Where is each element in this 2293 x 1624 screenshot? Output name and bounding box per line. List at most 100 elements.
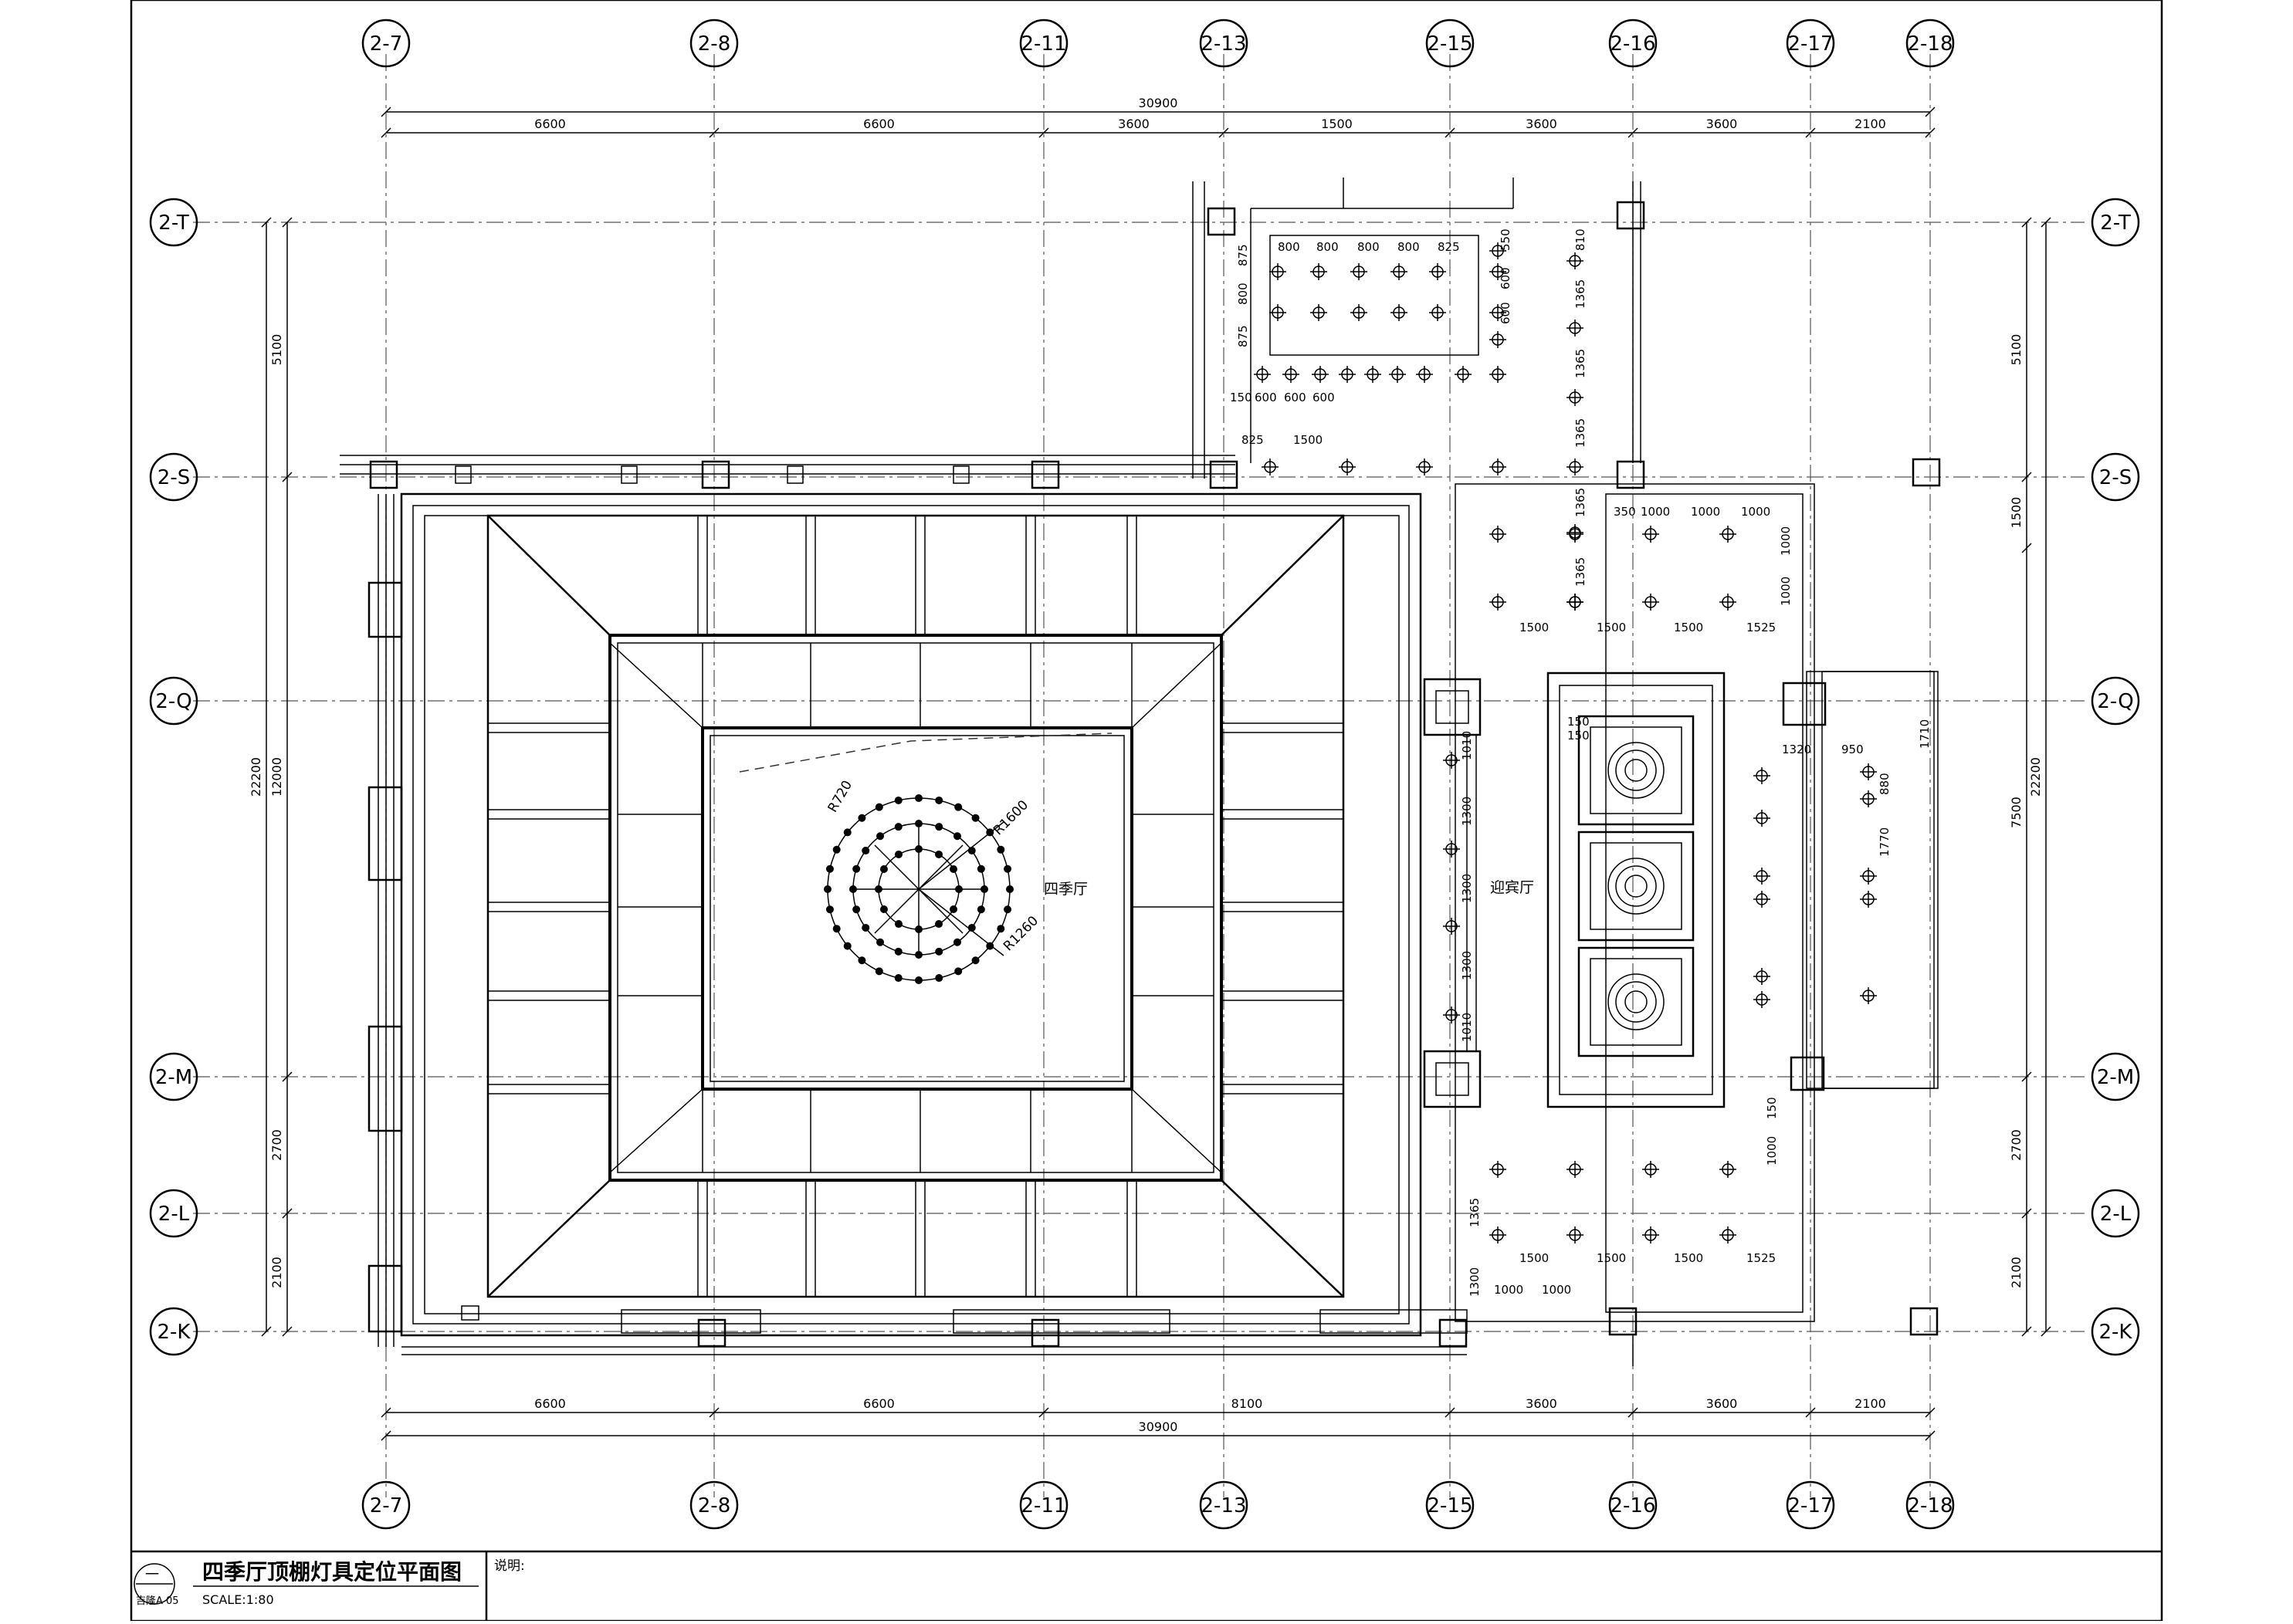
dimension-tick: [381, 1430, 391, 1441]
grid-bubble-top-2-16-circle: [1608, 19, 1658, 68]
ring-lamp: [894, 974, 903, 983]
grid-bubble-left-2-L-circle: [149, 1189, 198, 1238]
svg-text:1000: 1000: [1779, 577, 1793, 606]
svg-text:875: 875: [1236, 325, 1250, 347]
corridor-downlights: [1254, 242, 1583, 475]
svg-text:825: 825: [1438, 240, 1460, 254]
grid-bubble-top-2-8-circle: [689, 19, 739, 68]
svg-text:1000: 1000: [1765, 1136, 1779, 1166]
ceiling-beam: [487, 722, 611, 733]
grid-bubble-top-2-17-label: 2-17: [1787, 32, 1833, 56]
ring-lamp: [915, 820, 923, 827]
grid-bubble-bottom-2-8-circle: [689, 1480, 739, 1530]
svg-text:880: 880: [1878, 773, 1892, 795]
ceiling-beam: [697, 515, 708, 636]
grid-bubble-left-2-S-circle: [149, 452, 198, 502]
dimension-text: 2100: [2009, 1257, 2024, 1288]
svg-text:1300: 1300: [1460, 874, 1474, 903]
ceiling-panel-inner: [1590, 958, 1682, 1046]
dimension-text: 3600: [1706, 117, 1738, 131]
ring-lamp: [915, 794, 923, 802]
grid-bubble-right-2-K-circle: [2091, 1307, 2140, 1356]
grid-bubble-left-2-M-circle: [149, 1052, 198, 1101]
dimension-text: 2100: [1854, 1396, 1886, 1411]
grid-bubble-top-2-18-circle: [1905, 19, 1955, 68]
svg-text:150: 150: [1567, 729, 1590, 743]
dimension-tick: [2041, 217, 2051, 228]
dimension-text: 2700: [2009, 1129, 2024, 1161]
grid-bubble-bottom-2-15-label: 2-15: [1427, 1494, 1472, 1517]
grid-bubble-bottom-2-11-label: 2-11: [1021, 1494, 1066, 1517]
ring-lamp: [971, 956, 980, 965]
ceiling-panel-inner: [1590, 842, 1682, 930]
svg-text:1010: 1010: [1460, 1013, 1474, 1042]
dimension-tick: [1627, 1407, 1638, 1418]
svg-text:1000: 1000: [1741, 505, 1770, 519]
grid-bubble-top-2-18-label: 2-18: [1907, 32, 1953, 56]
ring-lamp: [875, 803, 883, 811]
ring-lamp: [981, 885, 988, 893]
dimension-tick: [709, 127, 720, 138]
dimension-text: 8100: [1231, 1396, 1263, 1411]
ring-lamp: [876, 832, 885, 841]
dimension-tick: [2021, 472, 2032, 482]
ring-lamp: [1006, 885, 1014, 893]
svg-text:1365: 1365: [1573, 349, 1587, 378]
dimension-tick: [381, 1407, 391, 1418]
svg-text:1500: 1500: [1674, 1251, 1703, 1265]
medallion: [1624, 875, 1648, 898]
dimension-text: 5100: [2009, 334, 2024, 366]
grid-bubble-top-2-8-label: 2-8: [698, 32, 730, 56]
sheet-ref-number: 一: [145, 1567, 159, 1583]
ceiling-panel: [1577, 946, 1695, 1057]
dimension-tick: [381, 107, 391, 117]
svg-text:550: 550: [1499, 228, 1512, 251]
svg-text:350: 350: [1614, 505, 1636, 519]
svg-text:150: 150: [1567, 715, 1590, 729]
svg-text:1365: 1365: [1573, 488, 1587, 517]
svg-text:825: 825: [1241, 433, 1264, 447]
svg-text:150: 150: [1765, 1097, 1779, 1119]
dimension-tick: [1627, 127, 1638, 138]
ring-lamp: [832, 845, 841, 854]
ring-lamp: [824, 885, 832, 893]
ring-lamp: [1004, 905, 1012, 914]
grid-bubble-right-2-M-label: 2-M: [2097, 1066, 2134, 1089]
svg-text:1365: 1365: [1573, 279, 1587, 309]
grid-axis-lines: [193, 54, 2085, 1497]
grid-bubble-bottom-2-7-circle: [361, 1480, 411, 1530]
dimension-tick: [282, 1071, 293, 1082]
ceiling-panel: [1577, 831, 1695, 942]
grid-bubble-right-2-T-label: 2-T: [2100, 211, 2131, 235]
ceiling-beam: [487, 1084, 611, 1095]
svg-text:1500: 1500: [1519, 621, 1549, 634]
svg-text:1500: 1500: [1293, 433, 1323, 447]
medallion: [1615, 749, 1657, 791]
dimension-tick: [1925, 107, 1936, 117]
svg-text:800: 800: [1316, 240, 1339, 254]
ring-lamp: [895, 850, 903, 858]
dimension-tick: [2021, 1071, 2032, 1082]
ring-lamp: [825, 905, 834, 914]
dimension-tick: [1805, 127, 1816, 138]
svg-text:810: 810: [1573, 228, 1587, 251]
dimension-text: 30900: [1139, 1419, 1178, 1434]
radius-label-3: R1260: [1001, 913, 1042, 954]
grid-bubble-right-2-Q-label: 2-Q: [2097, 690, 2133, 713]
drawing-scale: SCALE:1:80: [202, 1592, 274, 1607]
ceiling-beam: [1221, 722, 1344, 733]
grid-axis-bubbles: 2-72-72-82-82-112-112-132-132-152-152-16…: [149, 19, 2140, 1530]
grid-bubble-top-2-7-label: 2-7: [370, 32, 402, 56]
dimension-tick: [1925, 127, 1936, 138]
grid-bubble-bottom-2-17-label: 2-17: [1787, 1494, 1833, 1517]
grid-bubble-bottom-2-11-circle: [1019, 1480, 1069, 1530]
grid-bubble-top-2-11-label: 2-11: [1021, 32, 1066, 56]
dimension-tick: [709, 1407, 720, 1418]
ring-lamp: [852, 864, 861, 873]
svg-text:800: 800: [1236, 283, 1250, 305]
svg-text:1000: 1000: [1691, 505, 1720, 519]
ceiling-beam: [1221, 902, 1344, 912]
dimension-text: 2700: [269, 1129, 284, 1161]
ring-lamp: [895, 920, 903, 929]
